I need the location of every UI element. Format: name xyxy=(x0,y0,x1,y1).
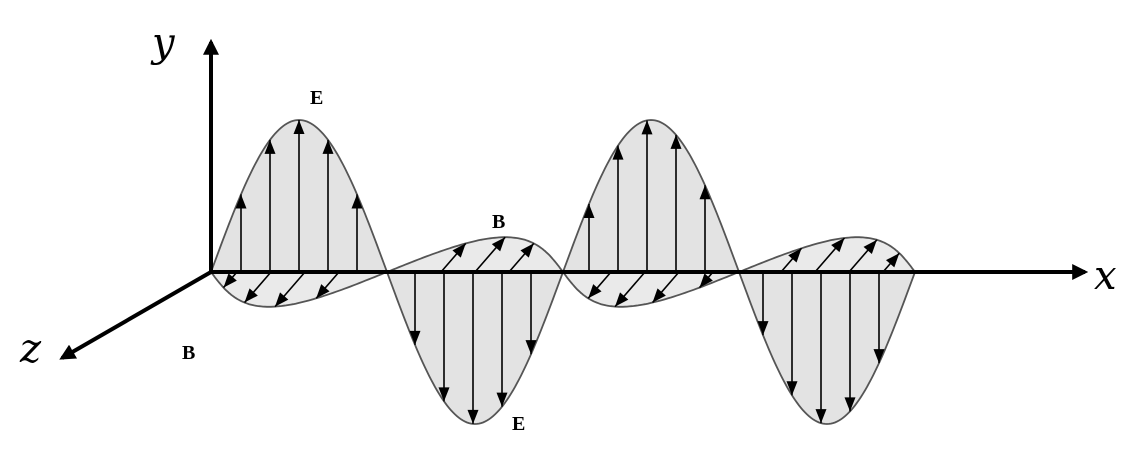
electric-field-vector-head xyxy=(815,409,827,424)
magnetic-field-vector-head xyxy=(223,273,237,288)
magnetic-field-vector-head xyxy=(788,248,802,263)
magnetic-label-bottom: B xyxy=(182,342,195,364)
magnetic-field-vector-head xyxy=(615,292,629,307)
electric-field-vector-head xyxy=(873,349,885,364)
magnetic-field-vector-head xyxy=(699,273,713,288)
electric-field-vector-head xyxy=(525,340,537,355)
electric-field-vector-head xyxy=(496,392,508,407)
magnetic-label-top: B xyxy=(492,211,505,233)
electric-field-vector-head xyxy=(583,203,595,218)
electric-field-vector-head xyxy=(641,120,653,135)
electric-field-vector-head xyxy=(612,145,624,160)
electric-field-vector-head xyxy=(293,120,305,134)
z-axis-line xyxy=(59,270,212,360)
electric-field-vector-head xyxy=(699,185,711,200)
magnetic-field-vector-head xyxy=(491,237,506,252)
magnetic-field-vector-head xyxy=(831,237,845,253)
electric-field-vector-head xyxy=(786,381,798,396)
x-axis-label: x xyxy=(1094,253,1117,299)
electric-label-top: E xyxy=(310,87,323,109)
magnetic-field-vector-head xyxy=(863,239,877,255)
magnetic-field-vector-head xyxy=(244,288,258,303)
electric-field-vector-head xyxy=(438,387,450,402)
electric-field-vector-head xyxy=(351,194,363,209)
electric-field-vector-head xyxy=(467,409,479,424)
magnetic-field-vector-head xyxy=(275,292,289,307)
magnetic-field-vector-head xyxy=(885,253,900,268)
electric-field-vector-head xyxy=(235,194,247,209)
electric-label-bottom: E xyxy=(512,413,525,435)
electric-field-vector-head xyxy=(409,330,421,345)
z-axis-label: z xyxy=(19,326,42,372)
magnetic-field-vector-head xyxy=(520,243,534,258)
magnetic-field-vector-head xyxy=(452,243,466,258)
y-axis-label: y xyxy=(150,20,176,66)
electric-field-vector-head xyxy=(670,134,682,149)
magnetic-field-vector-head xyxy=(316,284,330,299)
electric-field-vector-head xyxy=(264,139,276,154)
electric-field-vector-head xyxy=(844,397,856,412)
magnetic-field-vector-head xyxy=(652,288,666,303)
magnetic-field-vector-head xyxy=(588,284,602,299)
electric-field-vector-head xyxy=(757,321,769,336)
axes xyxy=(59,38,1089,360)
electric-field-vector-head xyxy=(322,139,334,154)
